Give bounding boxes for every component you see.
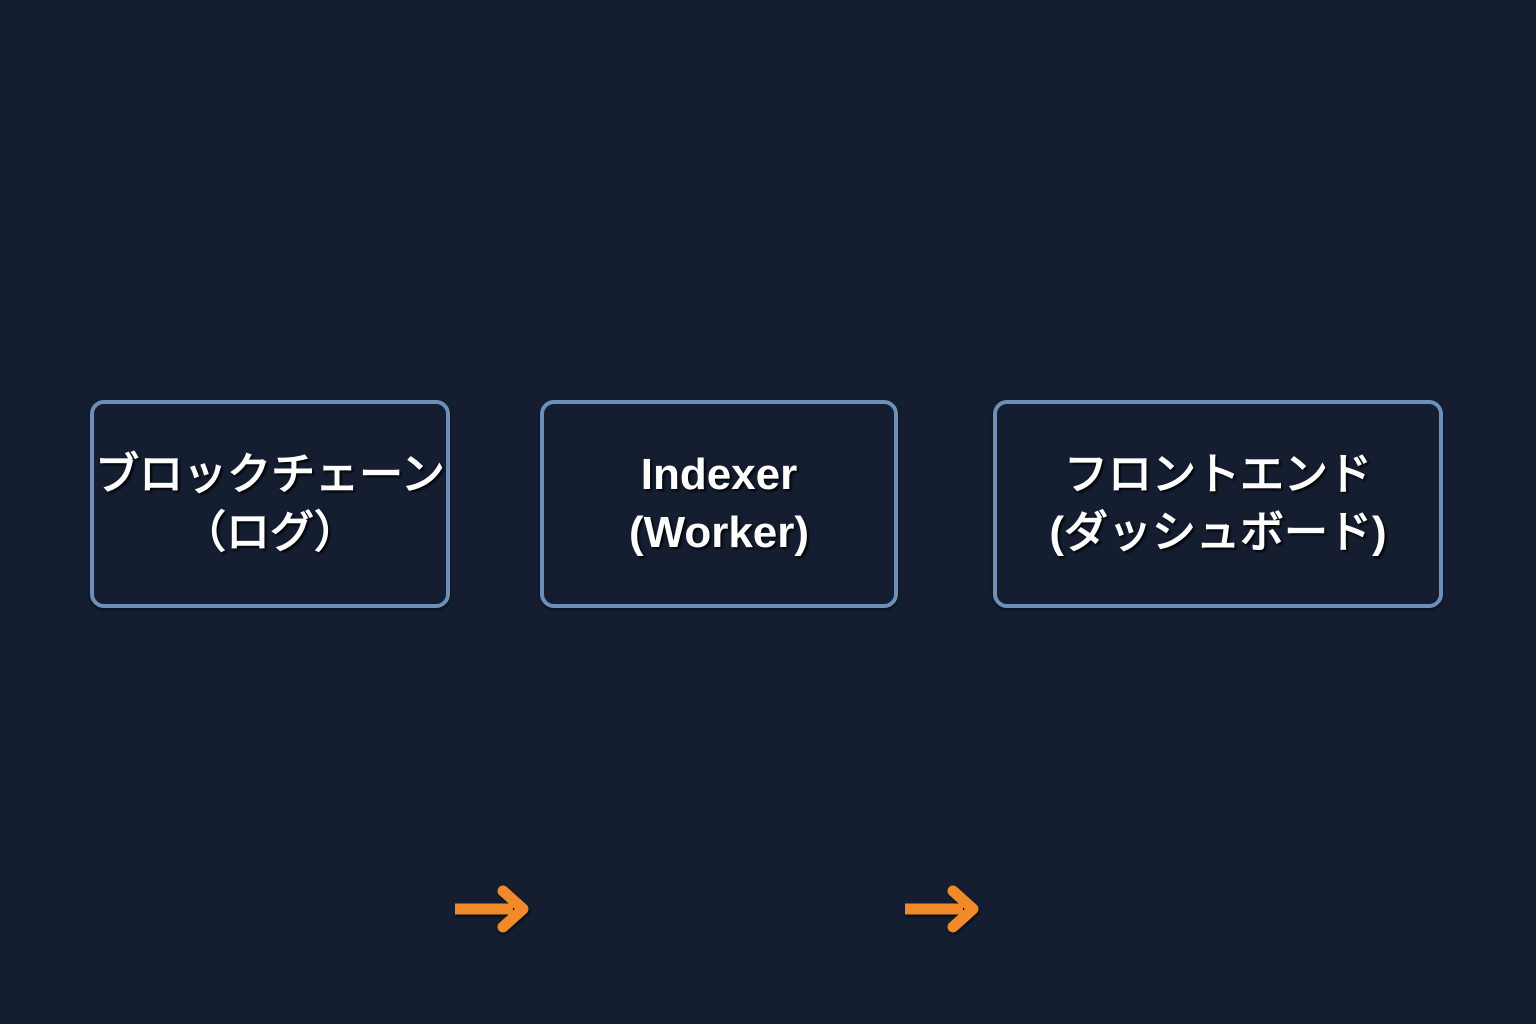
node-blockchain-line2: （ログ）	[182, 508, 358, 557]
node-indexer-line1: Indexer	[640, 449, 798, 499]
arrow-indexer-to-frontend	[903, 884, 985, 934]
node-blockchain[interactable]: ブロックチェーン （ログ）	[90, 400, 450, 608]
arrow-blockchain-to-indexer	[453, 884, 535, 934]
node-frontend[interactable]: フロントエンド (ダッシュボード)	[993, 400, 1443, 608]
node-blockchain-line1: ブロックチェーン	[95, 449, 445, 499]
node-frontend-line1: フロントエンド	[1064, 449, 1372, 499]
node-indexer[interactable]: Indexer (Worker)	[540, 400, 898, 608]
node-frontend-line2: (ダッシュボード)	[1049, 508, 1387, 557]
pipeline-flow-row: ブロックチェーン （ログ） Indexer (Worker) フロントエンド (…	[0, 400, 1536, 933]
arrow-right-icon	[455, 885, 529, 933]
node-indexer-line2: (Worker)	[628, 508, 810, 557]
arrow-right-icon	[905, 885, 979, 933]
